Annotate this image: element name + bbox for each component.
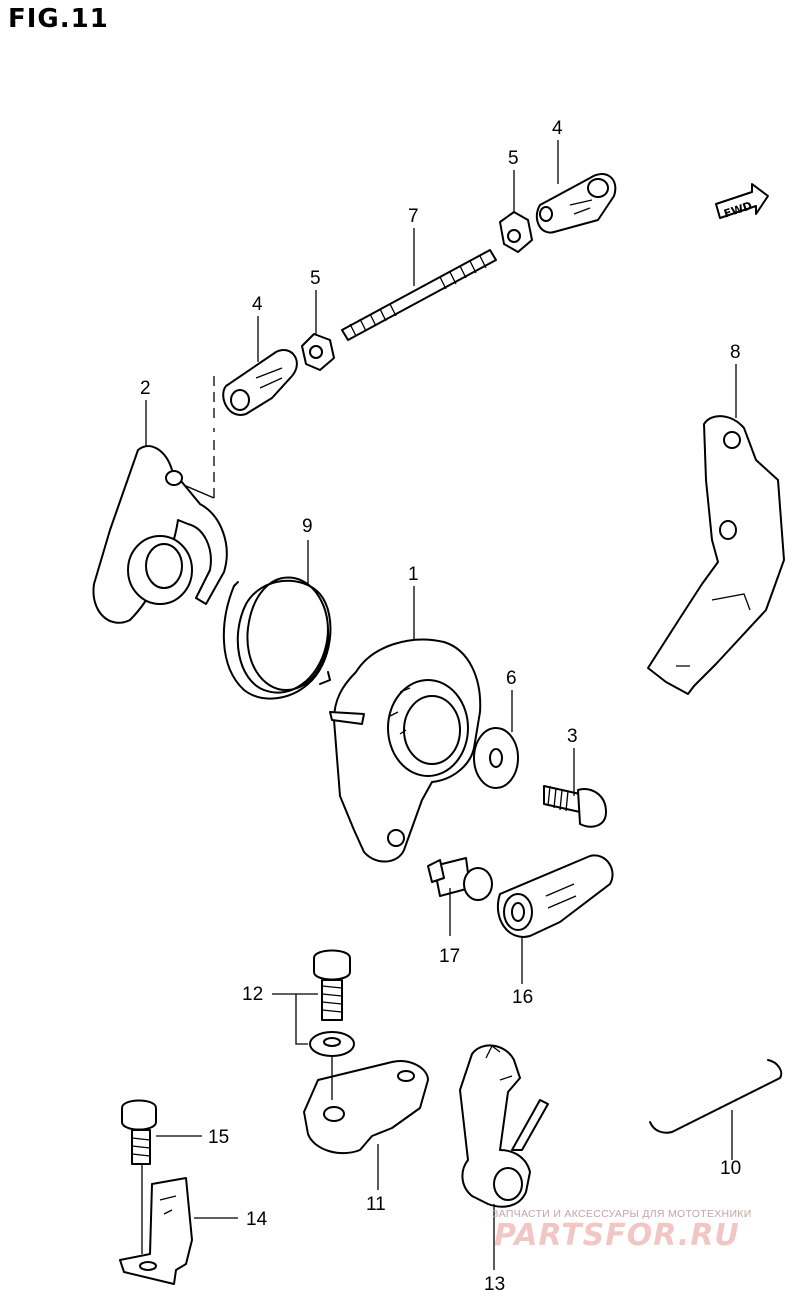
callout-1: 1 [408, 564, 419, 585]
callout-7: 7 [408, 206, 419, 227]
watermark-brand: PARTSFOR.RU [494, 1218, 740, 1253]
ball-stud [427, 857, 493, 901]
main-lever [329, 638, 482, 863]
callout-6: 6 [506, 668, 517, 689]
callout-4-top: 4 [552, 118, 563, 139]
callout-15: 15 [208, 1127, 229, 1148]
figure-title: FIG.11 [8, 4, 109, 34]
callout-2: 2 [140, 378, 151, 399]
fwd-arrow-icon: FWD [715, 183, 769, 220]
bolt-small [543, 785, 607, 828]
callout-9: 9 [302, 516, 313, 537]
callout-8: 8 [730, 342, 741, 363]
cam-plate [92, 445, 228, 624]
cable-clip [119, 1177, 193, 1285]
torsion-spring [222, 576, 332, 700]
callout-5-top: 5 [508, 148, 519, 169]
pivot-block [303, 1060, 429, 1155]
threaded-rod [341, 249, 497, 341]
callout-10: 10 [720, 1158, 741, 1179]
nut-top [499, 211, 533, 253]
washer [473, 727, 519, 789]
throttle-lever [459, 1044, 549, 1208]
callout-12: 12 [242, 984, 263, 1005]
callout-5-middle: 5 [310, 268, 321, 289]
callout-11: 11 [366, 1194, 386, 1215]
callout-14: 14 [246, 1209, 268, 1230]
callout-17: 17 [439, 946, 460, 967]
rod-end-middle [222, 349, 298, 416]
callout-13: 13 [484, 1274, 505, 1295]
watermark-tagline: ЗАПЧАСТИ И АКСЕССУАРЫ ДЛЯ МОТОТЕХНИКИ [492, 1208, 752, 1220]
nut-middle [301, 333, 335, 371]
callout-3: 3 [567, 726, 578, 747]
callout-4-middle: 4 [252, 294, 263, 315]
bolt-15 [121, 1099, 157, 1165]
rod-end-top [535, 173, 617, 234]
bolt-12 [313, 949, 351, 1021]
wire-rod [649, 1059, 783, 1134]
rod-end-lower [497, 854, 614, 938]
washer-12 [309, 1031, 355, 1057]
mounting-bracket [647, 415, 785, 695]
callout-16: 16 [512, 987, 533, 1008]
